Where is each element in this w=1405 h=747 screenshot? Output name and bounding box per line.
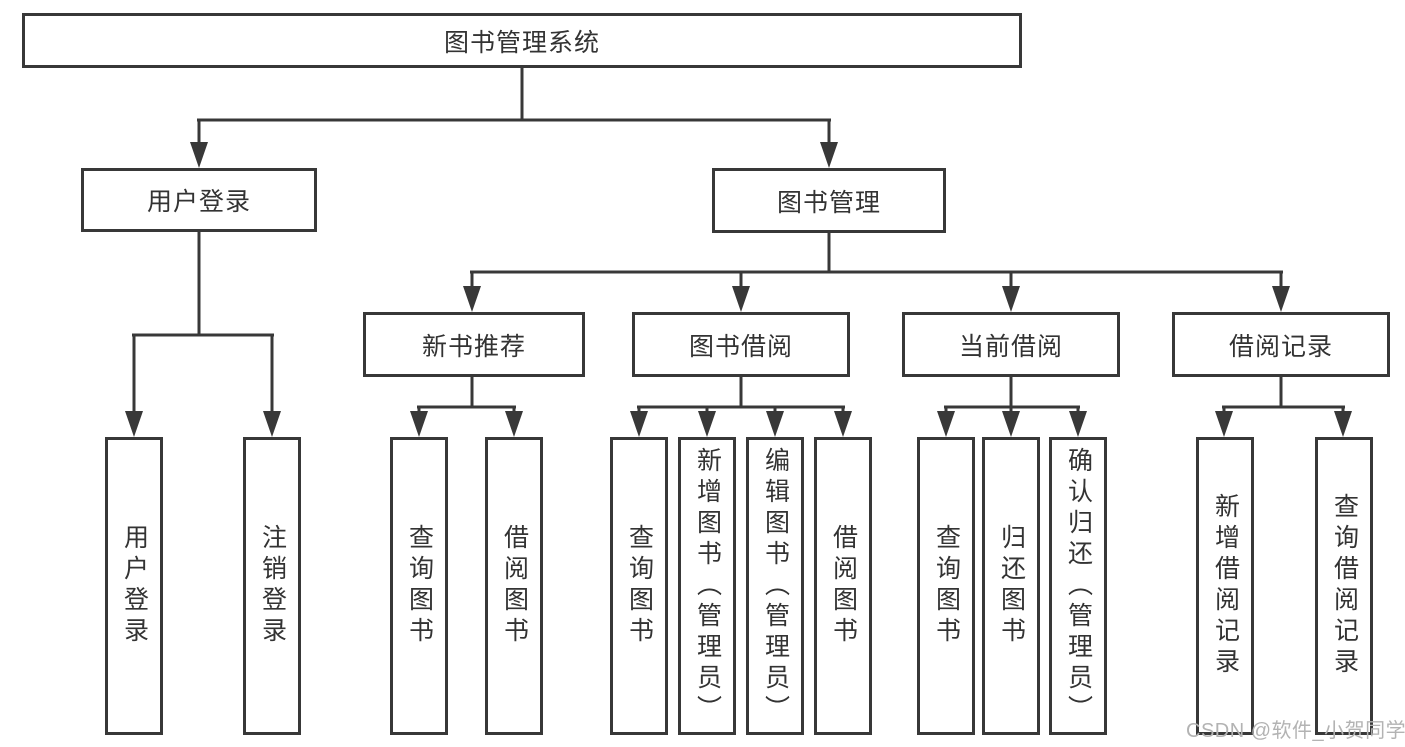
node-label: 查询图书 [405, 524, 434, 648]
node-label: 确认归还（管理员） [1064, 446, 1093, 726]
leaf-search-books: 查询图书 [610, 437, 668, 735]
node-library-management-system: 图书管理系统 [22, 13, 1022, 68]
node-label: 图书管理系统 [443, 28, 600, 57]
node-user-login: 用户登录 [81, 168, 317, 232]
node-label: 借阅记录 [1228, 332, 1333, 361]
leaf-add-books-admin: 新增图书（管理员） [678, 437, 736, 735]
arrowheads [125, 142, 1352, 437]
node-label: 用户登录 [120, 524, 149, 648]
node-label: 归还图书 [997, 524, 1026, 648]
node-label: 当前借阅 [958, 332, 1063, 361]
leaf-confirm-return-admin: 确认归还（管理员） [1049, 437, 1107, 735]
node-new-book-recommendation: 新书推荐 [363, 312, 585, 377]
node-label: 编辑图书（管理员） [761, 446, 790, 726]
node-label: 图书借阅 [688, 332, 793, 361]
node-label: 查询图书 [932, 524, 961, 648]
node-label: 图书管理 [776, 188, 881, 217]
node-label: 用户登录 [146, 188, 251, 216]
leaf-logout: 注销登录 [243, 437, 301, 735]
node-label: 查询图书 [625, 524, 654, 648]
csdn-watermark: CSDN @软件_小贺同学 [1186, 720, 1405, 742]
leaf-add-borrow-record: 新增借阅记录 [1196, 437, 1254, 735]
leaf-return-books: 归还图书 [982, 437, 1040, 735]
tree-edges [132, 68, 1345, 414]
node-label: 新增借阅记录 [1211, 493, 1240, 679]
node-borrowing-records: 借阅记录 [1172, 312, 1390, 377]
leaf-borrow-books: 借阅图书 [485, 437, 543, 735]
leaf-search-books: 查询图书 [390, 437, 448, 735]
node-book-borrowing: 图书借阅 [632, 312, 850, 377]
node-label: 新书推荐 [421, 332, 526, 361]
leaf-edit-books-admin: 编辑图书（管理员） [746, 437, 804, 735]
node-label: 借阅图书 [829, 524, 858, 648]
node-label: 查询借阅记录 [1330, 493, 1359, 679]
leaf-user-login: 用户登录 [105, 437, 163, 735]
node-book-management: 图书管理 [712, 168, 946, 233]
node-label: 借阅图书 [500, 524, 529, 648]
leaf-search-books: 查询图书 [917, 437, 975, 735]
node-label: 新增图书（管理员） [693, 446, 722, 726]
node-current-borrowing: 当前借阅 [902, 312, 1120, 377]
leaf-borrow-books: 借阅图书 [814, 437, 872, 735]
node-label: 注销登录 [258, 524, 287, 648]
leaf-search-borrow-record: 查询借阅记录 [1315, 437, 1373, 735]
